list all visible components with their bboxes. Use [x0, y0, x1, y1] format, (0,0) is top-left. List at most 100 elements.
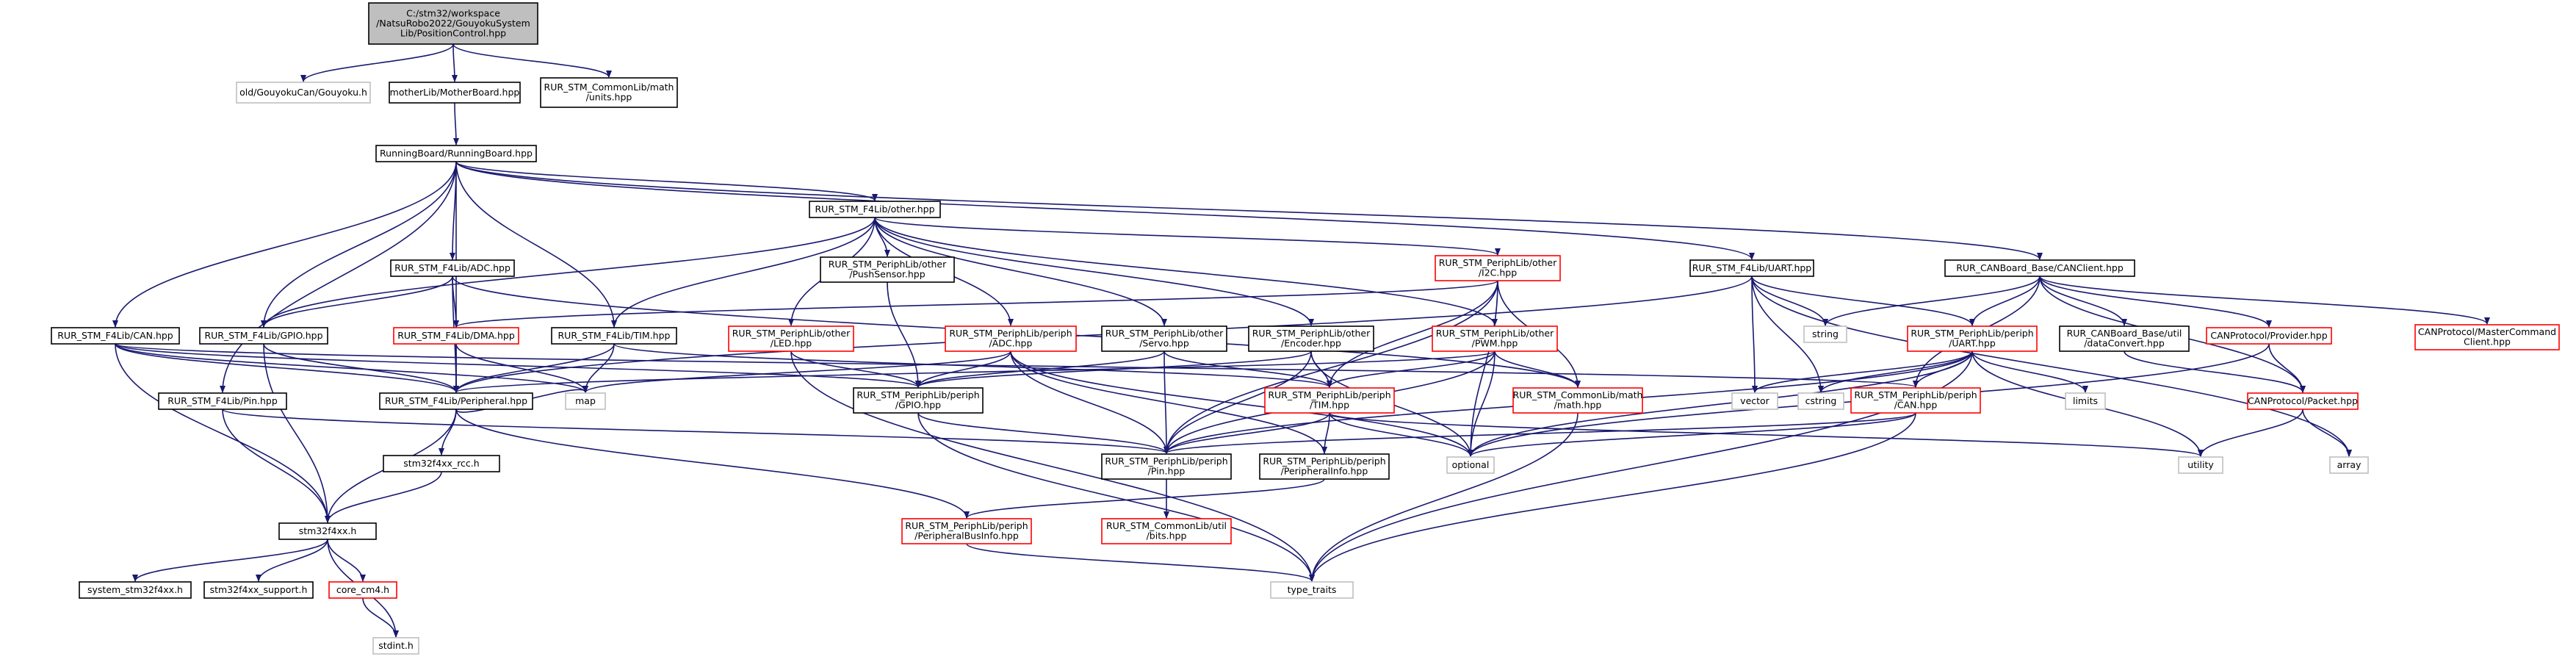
node-runningboard[interactable]: RunningBoard/RunningBoard.hpp: [375, 145, 537, 162]
node-label: RUR_STM_PeriphLib/periph: [1105, 456, 1227, 467]
edge-gpioperiph-to-pinperiph: [917, 412, 1169, 454]
node-provider[interactable]: CANProtocol/Provider.hpp: [2206, 327, 2332, 345]
node-pinperiph[interactable]: RUR_STM_PeriphLib/periph/Pin.hpp: [1101, 453, 1232, 480]
edge-f4other-to-i2c: [874, 217, 1501, 256]
node-adcperiph[interactable]: RUR_STM_PeriphLib/periph/ADC.hpp: [945, 325, 1077, 352]
node-label: RUR_STM_PeriphLib/periph: [905, 520, 1028, 531]
node-f4other[interactable]: RUR_STM_F4Lib/other.hpp: [809, 201, 941, 218]
node-optional[interactable]: optional: [1446, 456, 1495, 474]
edge-i2c-to-optional: [1468, 280, 1498, 457]
node-utility[interactable]: utility: [2178, 456, 2223, 474]
node-i2c[interactable]: RUR_STM_PeriphLib/other/I2C.hpp: [1435, 255, 1561, 281]
node-label: /PWM.hpp: [1472, 338, 1518, 349]
edge-led-to-typetraits: [790, 350, 1315, 582]
edge-servo-to-gpioperiph: [915, 350, 1165, 388]
node-f4tim[interactable]: RUR_STM_F4Lib/TIM.hpp: [551, 327, 677, 345]
node-f4can[interactable]: RUR_STM_F4Lib/CAN.hpp: [51, 327, 180, 345]
node-servo[interactable]: RUR_STM_PeriphLib/other/Servo.hpp: [1101, 325, 1227, 352]
node-periphbus[interactable]: RUR_STM_PeriphLib/periph/PeripheralBusIn…: [901, 518, 1032, 544]
edge-servo-to-pinperiph: [1163, 350, 1169, 454]
node-canperiph[interactable]: RUR_STM_PeriphLib/periph/CAN.hpp: [1850, 387, 1981, 414]
node-label: vector: [1740, 395, 1770, 406]
node-array[interactable]: array: [2329, 456, 2369, 474]
edge-uartperiph-to-canperiph: [1913, 350, 1973, 388]
node-box: [820, 256, 955, 283]
node-gouyoku[interactable]: old/GouyokuCan/Gouyoku.h: [236, 82, 371, 104]
node-encoder[interactable]: RUR_STM_PeriphLib/other/Encoder.hpp: [1248, 325, 1374, 352]
node-string[interactable]: string: [1803, 325, 1847, 343]
node-box: [945, 325, 1077, 352]
node-map[interactable]: map: [565, 392, 606, 410]
node-box: [1101, 518, 1232, 544]
node-peripheral[interactable]: RUR_STM_F4Lib/Peripheral.hpp: [379, 392, 533, 410]
edge-stm32f4xx-to-corecm4: [327, 539, 366, 582]
node-label: CANProtocol/MasterCommand: [2418, 326, 2556, 337]
node-box: [2247, 392, 2359, 410]
node-periphinfo[interactable]: RUR_STM_PeriphLib/periph/PeripheralInfo.…: [1259, 453, 1390, 480]
node-label: string: [1812, 328, 1839, 339]
node-rcc[interactable]: stm32f4xx_rcc.h: [383, 455, 500, 472]
node-mathhpp[interactable]: RUR_STM_CommonLib/math/math.hpp: [1512, 387, 1643, 414]
node-timperiph[interactable]: RUR_STM_PeriphLib/periph/TIM.hpp: [1264, 387, 1395, 414]
node-systemstm[interactable]: system_stm32f4xx.h: [79, 581, 192, 599]
node-label: array: [2337, 459, 2362, 470]
node-label: type_traits: [1288, 584, 1337, 595]
edge-f4gpio-to-peripheral: [263, 343, 459, 393]
edge-timperiph-to-periphinfo: [1321, 412, 1330, 454]
node-bits[interactable]: RUR_STM_CommonLib/util/bits.hpp: [1101, 518, 1232, 544]
node-f4gpio[interactable]: RUR_STM_F4Lib/GPIO.hpp: [199, 327, 328, 345]
node-label: RUR_STM_PeriphLib/periph: [1268, 389, 1390, 400]
edge-timperiph-to-optional: [1329, 412, 1473, 457]
node-cstring[interactable]: cstring: [1797, 392, 1844, 410]
node-label: /math.hpp: [1554, 400, 1602, 411]
node-label: RUR_STM_F4Lib/Peripheral.hpp: [385, 395, 527, 406]
node-pwm[interactable]: RUR_STM_PeriphLib/other/PWM.hpp: [1432, 325, 1558, 352]
node-corecm4[interactable]: core_cm4.h: [328, 581, 397, 599]
node-box: [1259, 453, 1390, 480]
node-box: [853, 387, 984, 414]
node-label: RUR_STM_CommonLib/math: [1513, 389, 1643, 400]
node-f4adc[interactable]: RUR_STM_F4Lib/ADC.hpp: [390, 259, 515, 277]
node-box: [383, 455, 500, 472]
node-box: [1270, 581, 1354, 599]
edge-f4other-to-f4tim: [611, 217, 876, 328]
node-label: /LED.hpp: [771, 338, 812, 349]
node-root[interactable]: C:/stm32/workspace/NatsuRobo2022/Gouyoku…: [368, 2, 538, 45]
node-canclient[interactable]: RUR_CANBoard_Base/CANClient.hpp: [1944, 259, 2135, 277]
node-limits[interactable]: limits: [2065, 392, 2106, 410]
node-support[interactable]: stm32f4xx_support.h: [203, 581, 314, 599]
edge-stm32f4xx-to-support: [256, 539, 328, 582]
node-label: optional: [1452, 459, 1490, 470]
node-uartperiph[interactable]: RUR_STM_PeriphLib/periph/UART.hpp: [1907, 325, 2038, 352]
node-f4dma[interactable]: RUR_STM_F4Lib/DMA.hpp: [393, 327, 519, 345]
node-box: [158, 392, 287, 410]
node-gpioperiph[interactable]: RUR_STM_PeriphLib/periph/GPIO.hpp: [853, 387, 984, 414]
edge-f4can-to-map: [115, 343, 588, 393]
node-box: [565, 392, 606, 410]
node-box: [51, 327, 180, 345]
node-label: RUR_STM_F4Lib/other.hpp: [815, 204, 934, 215]
node-label: RUR_CANBoard_Base/CANClient.hpp: [1956, 262, 2124, 273]
node-dataconvert[interactable]: RUR_CANBoard_Base/util/dataConvert.hpp: [2059, 325, 2190, 352]
node-led[interactable]: RUR_STM_PeriphLib/other/LED.hpp: [728, 325, 854, 352]
edge-encoder-to-pinperiph: [1163, 350, 1312, 454]
node-stdint[interactable]: stdint.h: [372, 637, 419, 655]
node-box: [278, 522, 377, 540]
node-label: old/GouyokuCan/Gouyoku.h: [239, 87, 367, 98]
node-box: [2206, 327, 2332, 345]
node-typetraits[interactable]: type_traits: [1270, 581, 1354, 599]
edge-f4pin-to-pinperiph: [222, 409, 1169, 454]
edge-f4uart-to-uartperiph: [1751, 276, 1975, 326]
edge-uartperiph-to-limits: [1971, 350, 2088, 393]
node-f4uart[interactable]: RUR_STM_F4Lib/UART.hpp: [1689, 259, 1814, 277]
node-pushsensor[interactable]: RUR_STM_PeriphLib/other/PushSensor.hpp: [820, 256, 955, 283]
node-vector[interactable]: vector: [1731, 392, 1778, 410]
node-units[interactable]: RUR_STM_CommonLib/math/units.hpp: [540, 77, 678, 108]
edge-f4uart-to-vector: [1751, 276, 1758, 393]
edge-runningboard-to-f4can: [112, 161, 457, 328]
node-stm32f4xx[interactable]: stm32f4xx.h: [278, 522, 377, 540]
node-packet[interactable]: CANProtocol/Packet.hpp: [2247, 392, 2359, 410]
node-motherboard[interactable]: motherLib/MotherBoard.hpp: [389, 82, 521, 104]
node-f4pin[interactable]: RUR_STM_F4Lib/Pin.hpp: [158, 392, 287, 410]
